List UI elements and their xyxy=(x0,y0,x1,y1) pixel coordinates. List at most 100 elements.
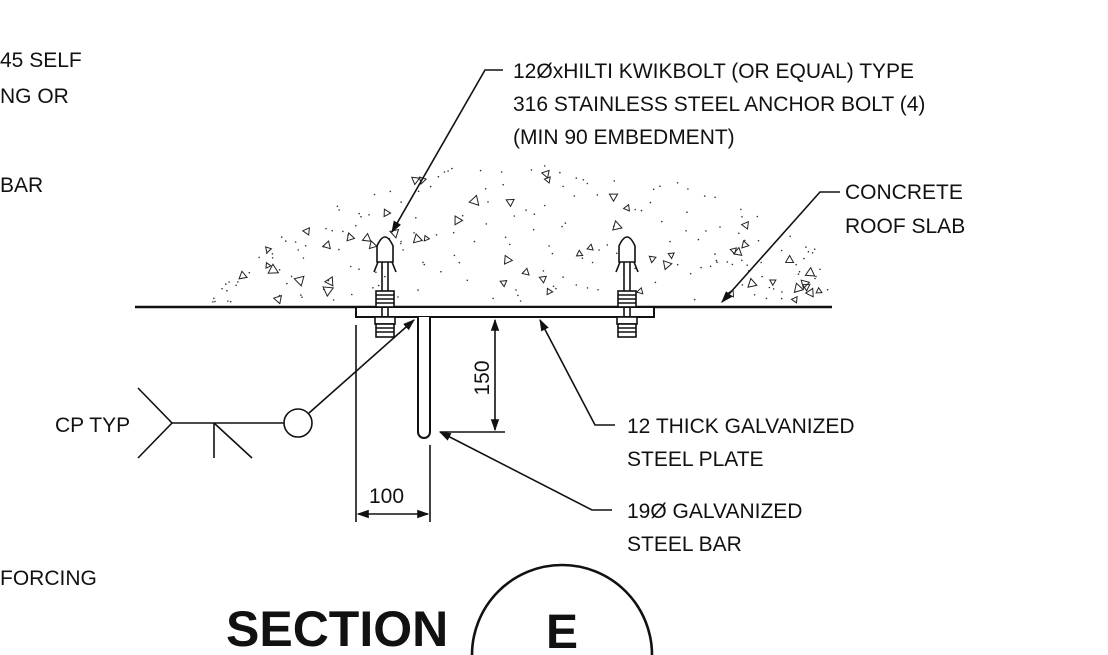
stipple-dot xyxy=(548,245,550,247)
stipple-dot xyxy=(586,182,589,185)
stipple-dot xyxy=(814,277,816,280)
stipple-dot xyxy=(221,287,223,290)
concrete-stipple xyxy=(212,165,829,305)
stipple-dot xyxy=(689,272,692,275)
stipple-dot xyxy=(559,171,561,174)
stipple-triangle xyxy=(804,266,816,277)
stipple-dot xyxy=(237,281,239,283)
stipple-triangle xyxy=(272,294,283,305)
stipple-dot xyxy=(746,264,748,267)
stipple-dot xyxy=(437,175,440,178)
stipple-dot xyxy=(807,250,810,253)
stipple-dot xyxy=(789,235,791,238)
stipple-triangle xyxy=(793,282,805,294)
stipple-dot xyxy=(384,275,386,278)
stipple-dot xyxy=(543,204,546,207)
stipple-dot xyxy=(358,268,360,271)
stipple-triangle xyxy=(368,240,378,250)
steel-bar xyxy=(417,317,431,439)
stipple-dot xyxy=(573,195,576,197)
anchor-bolt-left xyxy=(373,236,397,338)
stipple-triangle xyxy=(499,280,508,288)
stipple-dot xyxy=(214,300,216,303)
stipple-dot xyxy=(659,185,661,187)
bar-note-line2: STEEL BAR xyxy=(627,533,742,556)
stipple-dot xyxy=(719,226,721,228)
stipple-dot xyxy=(652,188,655,191)
stipple-dot xyxy=(798,270,801,273)
stipple-dot xyxy=(278,294,281,297)
stipple-dot xyxy=(741,284,744,286)
stipple-triangle xyxy=(322,286,335,298)
stipple-triangle xyxy=(801,283,811,292)
stipple-dot xyxy=(561,225,563,228)
stipple-dot xyxy=(756,215,759,218)
stipple-dot xyxy=(228,281,230,283)
stipple-dot xyxy=(705,230,707,232)
stipple-dot xyxy=(634,208,636,211)
anchor-note-line3: (MIN 90 EMBEDMENT) xyxy=(513,126,735,149)
stipple-triangle xyxy=(346,232,356,242)
stipple-dot xyxy=(297,249,300,251)
stipple-dot xyxy=(686,211,688,213)
stipple-triangle xyxy=(729,247,738,255)
stipple-dot xyxy=(377,284,380,287)
stipple-dot xyxy=(515,289,517,291)
stipple-triangle xyxy=(740,220,750,230)
stipple-dot xyxy=(826,288,829,291)
stipple-dot xyxy=(543,165,546,167)
stipple-dot xyxy=(225,283,227,285)
stipple-dot xyxy=(212,301,214,303)
stipple-triangle xyxy=(361,232,372,242)
stipple-dot xyxy=(803,257,805,260)
stipple-dot xyxy=(757,239,760,242)
stipple-dot xyxy=(697,238,700,241)
stipple-dot xyxy=(726,261,729,263)
stipple-dot xyxy=(479,169,482,172)
slab-note-line1: CONCRETE xyxy=(845,181,963,204)
stipple-triangle xyxy=(503,254,514,265)
stipple-dot xyxy=(740,208,742,211)
stipple-dot xyxy=(640,209,643,212)
left-note-forcing: FORCING xyxy=(0,567,97,590)
stipple-triangle xyxy=(662,260,673,271)
stipple-triangle xyxy=(538,275,547,284)
stipple-triangle xyxy=(768,279,777,287)
stipple-dot xyxy=(542,270,545,272)
dim-150-text: 150 xyxy=(471,360,494,395)
stipple-dot xyxy=(453,254,456,257)
stipple-dot xyxy=(300,294,302,296)
stipple-dot xyxy=(634,267,636,270)
stipple-triangle xyxy=(790,295,798,304)
cp-typ-text: CP TYP xyxy=(55,414,130,437)
stipple-triangle xyxy=(412,233,424,244)
stipple-triangle xyxy=(667,252,675,260)
stipple-dot xyxy=(355,225,357,227)
stipple-dot xyxy=(815,275,817,278)
stipple-dot xyxy=(669,240,671,243)
stipple-triangle xyxy=(383,208,392,218)
stipple-triangle xyxy=(293,275,305,287)
stipple-dot xyxy=(761,275,763,278)
stipple-dot xyxy=(301,296,303,299)
stipple-dot xyxy=(780,249,783,252)
stipple-triangle xyxy=(540,169,550,179)
stipple-dot xyxy=(797,273,800,275)
stipple-triangle xyxy=(238,270,249,280)
left-note-line2: NG OR xyxy=(0,85,69,108)
stipple-triangle xyxy=(505,198,515,208)
section-title: SECTION xyxy=(226,601,448,655)
stipple-dot xyxy=(443,171,446,173)
stipple-triangle xyxy=(804,287,814,298)
stipple-dot xyxy=(533,213,536,215)
stipple-dot xyxy=(360,215,362,218)
stipple-dot xyxy=(461,214,464,217)
stipple-triangle xyxy=(612,219,623,231)
stipple-dot xyxy=(372,287,374,289)
stipple-dot xyxy=(781,291,783,293)
stipple-dot xyxy=(504,236,507,239)
stipple-dot xyxy=(402,249,404,251)
stipple-dot xyxy=(325,227,327,230)
stipple-triangle xyxy=(543,176,551,184)
